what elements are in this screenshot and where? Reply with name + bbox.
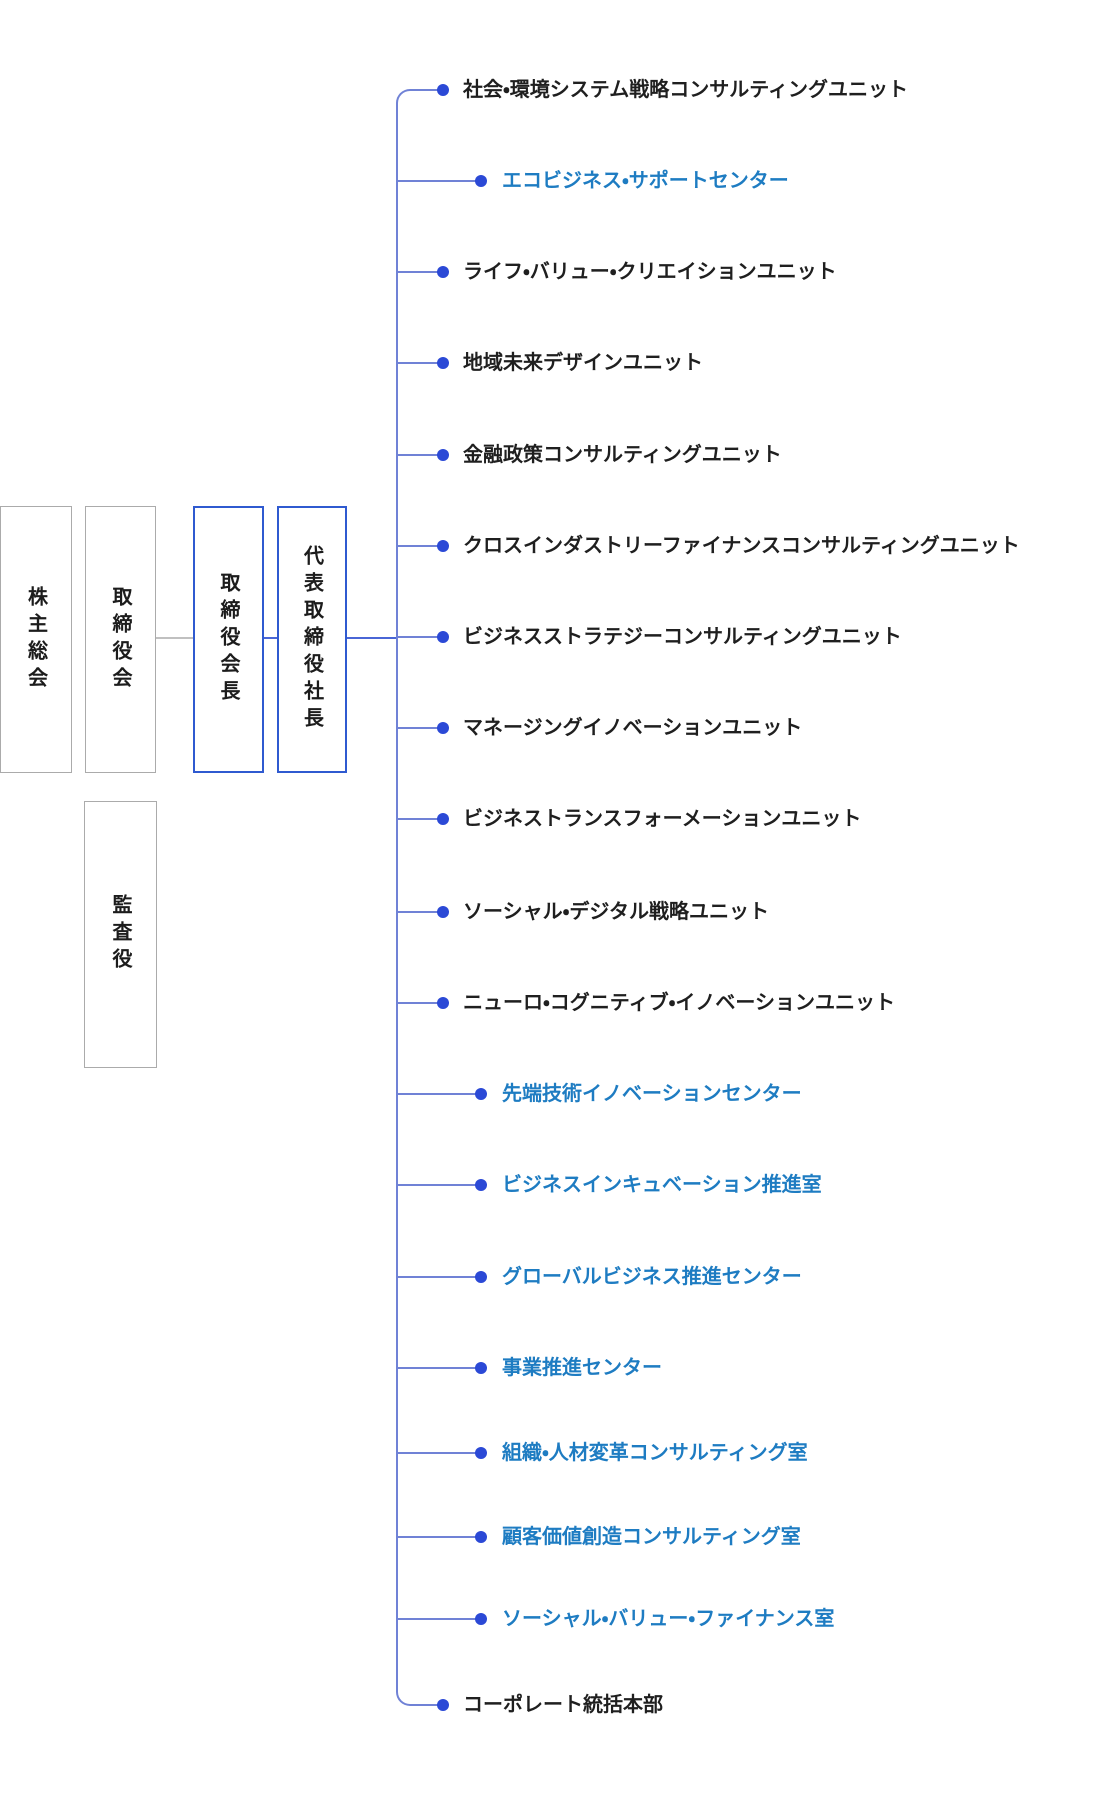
- node-dot: [437, 84, 449, 96]
- branch-line: [396, 1093, 481, 1095]
- org-center-row: ビジネスインキュベーション推進室: [396, 1174, 1101, 1196]
- node-dot: [437, 1699, 449, 1711]
- org-center-row: エコビジネス・サポートセンター: [396, 170, 1101, 192]
- center-label[interactable]: ソーシャル・バリュー・ファイナンス室: [502, 1608, 835, 1630]
- branch-line: [396, 362, 443, 364]
- org-center-row: ソーシャル・バリュー・ファイナンス室: [396, 1608, 1101, 1630]
- box-label: 取締役会長: [217, 572, 239, 707]
- unit-label: 社会・環境システム戦略コンサルティングユニット: [463, 79, 908, 101]
- box-label: 代表取締役社長: [300, 545, 323, 734]
- center-label[interactable]: ビジネスインキュベーション推進室: [502, 1174, 822, 1196]
- node-dot: [437, 997, 449, 1009]
- branch-line: [396, 911, 443, 913]
- node-dot: [437, 449, 449, 461]
- box-auditor: 監査役: [84, 801, 157, 1068]
- box-shareholders-meeting: 株主総会: [0, 506, 72, 773]
- unit-label: クロスインダストリーファイナンスコンサルティングユニット: [463, 535, 1020, 557]
- org-unit-row: ソーシャル・デジタル戦略ユニット: [396, 901, 1101, 923]
- branch-line: [396, 1002, 443, 1004]
- box-president: 代表取締役社長: [277, 506, 347, 773]
- org-unit-row: 地域未来デザインユニット: [396, 352, 1101, 374]
- node-dot: [475, 1531, 487, 1543]
- branch-line: [396, 818, 443, 820]
- branch-line: [396, 1367, 481, 1369]
- branch-line: [396, 1618, 481, 1620]
- node-dot: [437, 906, 449, 918]
- connector-board-chairman: [156, 637, 193, 639]
- org-unit-row: コーポレート統括本部: [396, 1694, 1101, 1716]
- center-label[interactable]: エコビジネス・サポートセンター: [502, 170, 789, 192]
- center-label[interactable]: グローバルビジネス推進センター: [502, 1266, 802, 1288]
- org-unit-row: 金融政策コンサルティングユニット: [396, 444, 1101, 466]
- node-dot: [437, 722, 449, 734]
- unit-label: コーポレート統括本部: [463, 1694, 663, 1716]
- branch-line: [396, 1276, 481, 1278]
- connector-chairman-president: [264, 637, 277, 639]
- node-dot: [437, 266, 449, 278]
- node-dot: [437, 813, 449, 825]
- center-label[interactable]: 顧客価値創造コンサルティング室: [502, 1526, 801, 1548]
- unit-label: ライフ・バリュー・クリエイションユニット: [463, 261, 837, 283]
- center-label[interactable]: 先端技術イノベーションセンター: [502, 1083, 802, 1105]
- org-unit-row: ビジネストランスフォーメーションユニット: [396, 808, 1101, 830]
- branch-line: [396, 180, 481, 182]
- org-center-row: 事業推進センター: [396, 1357, 1101, 1379]
- org-unit-row: ライフ・バリュー・クリエイションユニット: [396, 261, 1101, 283]
- node-dot: [475, 1613, 487, 1625]
- org-unit-row: ニューロ・コグニティブ・イノベーションユニット: [396, 992, 1101, 1014]
- org-center-row: 先端技術イノベーションセンター: [396, 1083, 1101, 1105]
- unit-label: ソーシャル・デジタル戦略ユニット: [463, 901, 769, 923]
- branch-line: [396, 271, 443, 273]
- node-dot: [475, 1271, 487, 1283]
- box-label: 取締役会: [109, 585, 131, 694]
- node-dot: [437, 631, 449, 643]
- node-dot: [475, 1447, 487, 1459]
- node-dot: [475, 1362, 487, 1374]
- branch-line: [396, 727, 443, 729]
- branch-line: [396, 1536, 481, 1538]
- connector-president-trunk: [347, 637, 396, 639]
- org-center-row: 顧客価値創造コンサルティング室: [396, 1526, 1101, 1548]
- branch-line: [396, 1184, 481, 1186]
- unit-label: 地域未来デザインユニット: [463, 352, 703, 374]
- org-unit-row: 社会・環境システム戦略コンサルティングユニット: [396, 79, 1101, 101]
- branch-line: [396, 1452, 481, 1454]
- unit-label: ニューロ・コグニティブ・イノベーションユニット: [463, 992, 895, 1014]
- branch-line: [396, 545, 443, 547]
- unit-label: マネージングイノベーションユニット: [463, 717, 803, 739]
- node-dot: [475, 1088, 487, 1100]
- node-dot: [475, 175, 487, 187]
- trunk-line: [396, 89, 443, 1706]
- node-dot: [475, 1179, 487, 1191]
- org-unit-row: クロスインダストリーファイナンスコンサルティングユニット: [396, 535, 1101, 557]
- center-label[interactable]: 事業推進センター: [502, 1357, 662, 1379]
- unit-label: 金融政策コンサルティングユニット: [463, 444, 782, 466]
- box-label: 株主総会: [24, 585, 47, 694]
- center-label[interactable]: 組織・人材変革コンサルティング室: [502, 1442, 808, 1464]
- branch-line: [396, 636, 443, 638]
- org-center-row: グローバルビジネス推進センター: [396, 1266, 1101, 1288]
- org-unit-row: マネージングイノベーションユニット: [396, 717, 1101, 739]
- org-unit-row: ビジネスストラテジーコンサルティングユニット: [396, 626, 1101, 648]
- node-dot: [437, 540, 449, 552]
- box-label: 監査役: [109, 894, 131, 975]
- branch-line: [396, 454, 443, 456]
- unit-label: ビジネストランスフォーメーションユニット: [463, 808, 862, 830]
- org-center-row: 組織・人材変革コンサルティング室: [396, 1442, 1101, 1464]
- box-chairman: 取締役会長: [193, 506, 264, 773]
- unit-label: ビジネスストラテジーコンサルティングユニット: [463, 626, 902, 648]
- node-dot: [437, 357, 449, 369]
- box-board-of-directors: 取締役会: [85, 506, 156, 773]
